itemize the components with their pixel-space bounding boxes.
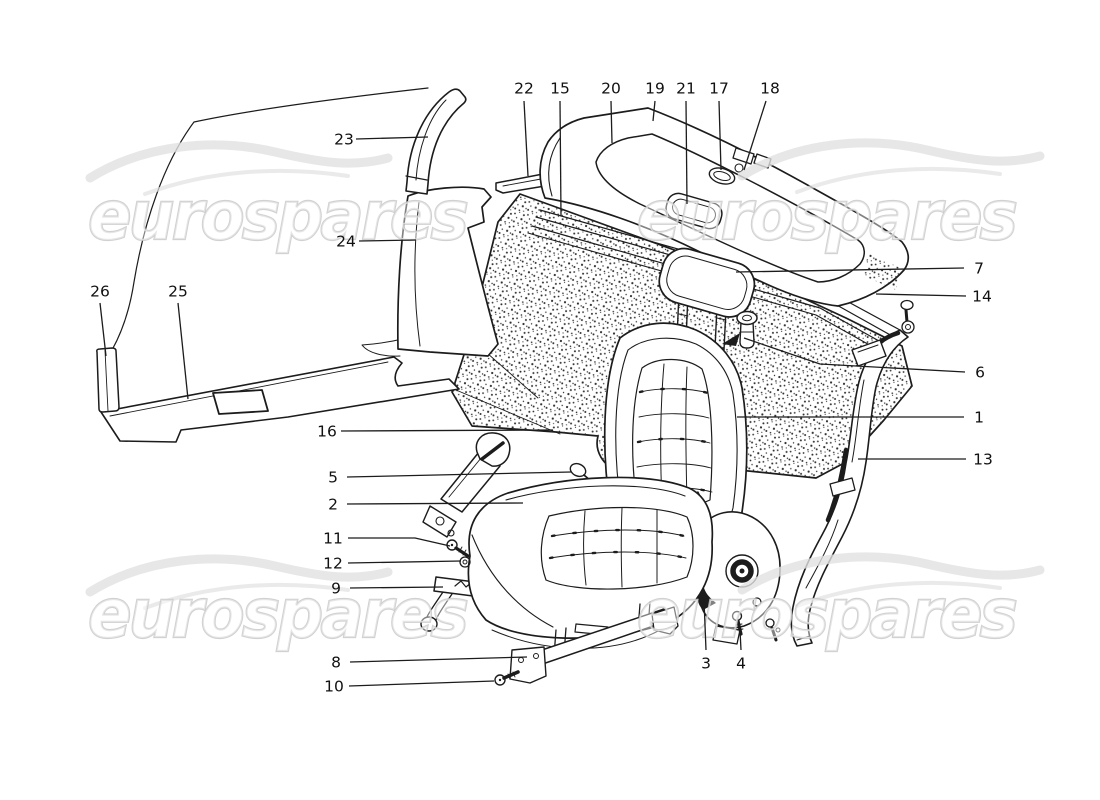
leader-line-23: [355, 136, 429, 140]
recline-knob: [569, 462, 593, 483]
sill-trim-panel: [100, 356, 460, 443]
callout-label-22: 22: [514, 80, 534, 98]
leader-line-9: [349, 586, 444, 589]
watermark-text-top-left: eurospares: [88, 177, 467, 256]
leader-line-26: [99, 302, 107, 357]
belt-anchor-bolt: [900, 299, 914, 311]
callout-label-24: 24: [336, 233, 356, 251]
callout-label-26: 26: [90, 283, 110, 301]
a-pillar-trim: [405, 88, 467, 195]
callout-label-23: 23: [334, 131, 354, 149]
callout-label-8: 8: [331, 654, 341, 672]
shelf-clip-slot: [732, 147, 755, 165]
guide-pin-6: [722, 310, 758, 349]
seat-rail-outer: [509, 601, 679, 684]
leader-line-5: [346, 471, 572, 478]
rail-foot: [651, 606, 679, 635]
bolt-11: [446, 539, 470, 558]
callout-label-11: 11: [323, 530, 343, 548]
escutcheon-17: [708, 167, 736, 185]
interior-lamp-21: [665, 192, 723, 230]
leader-line-22: [523, 100, 529, 177]
leader-line-3: [703, 599, 707, 651]
kick-strip: [96, 347, 120, 413]
watermark-text-bottom-left: eurospares: [88, 575, 467, 654]
rear-shelf-assembly: [539, 107, 910, 307]
watermark-layer: eurospares eurospares eurospares eurospa…: [88, 143, 1040, 655]
callout-label-6: 6: [975, 364, 985, 382]
leader-line-12: [347, 560, 462, 564]
callout-label-9: 9: [331, 580, 341, 598]
leader-line-6: [743, 337, 966, 373]
callout-label-25: 25: [168, 283, 188, 301]
belt-adjuster: [851, 339, 887, 367]
leader-line-16: [340, 429, 554, 432]
leader-line-20: [610, 100, 613, 144]
callout-label-18: 18: [760, 80, 780, 98]
b-pillar-trim: [396, 186, 499, 357]
clip-button-18: [734, 163, 744, 173]
callout-label-12: 12: [323, 555, 343, 573]
callout-label-16: 16: [317, 423, 337, 441]
leader-line-7: [735, 267, 965, 273]
headrest: [658, 247, 756, 318]
leader-line-24: [358, 239, 417, 242]
watermark-text-bottom-right: eurospares: [637, 575, 1016, 654]
leader-line-14: [875, 293, 967, 297]
seat-belt: [790, 299, 915, 647]
callout-label-17: 17: [709, 80, 729, 98]
callout-label-1: 1: [974, 409, 984, 427]
callout-label-14: 14: [972, 288, 992, 306]
leader-line-21: [685, 100, 688, 205]
callout-label-4: 4: [736, 655, 746, 673]
leader-line-10: [348, 680, 495, 687]
bolt-4b: [765, 618, 781, 642]
callout-label-5: 5: [328, 469, 338, 487]
seat-cushion: [467, 476, 714, 649]
leader-line-25: [177, 302, 189, 400]
leader-line-17: [718, 100, 722, 171]
leader-line-4: [739, 629, 742, 651]
headrest-assembly: [658, 247, 758, 351]
callout-label-7: 7: [974, 260, 984, 278]
rail-release-loop: [420, 616, 438, 632]
belt-clamp: [829, 477, 856, 497]
callout-label-19: 19: [645, 80, 665, 98]
leader-line-19: [652, 100, 656, 122]
callout-label-15: 15: [550, 80, 570, 98]
callout-label-21: 21: [676, 80, 696, 98]
fasteners: [446, 539, 781, 686]
callout-label-3: 3: [701, 655, 711, 673]
callout-label-13: 13: [973, 451, 993, 469]
leader-line-15: [559, 100, 562, 217]
callout-label-2: 2: [328, 496, 338, 514]
rail-bracket: [509, 646, 547, 684]
callout-label-20: 20: [601, 80, 621, 98]
buckle-stalk: [422, 432, 593, 538]
leader-line-8: [349, 656, 528, 663]
leader-line-11: [348, 537, 451, 547]
leader-line-18: [743, 100, 767, 171]
leader-line-2: [346, 502, 524, 505]
washer-12: [459, 556, 471, 568]
watermark-text-top-right: eurospares: [637, 177, 1016, 256]
bolt-10: [494, 670, 520, 686]
callout-label-10: 10: [324, 678, 344, 696]
